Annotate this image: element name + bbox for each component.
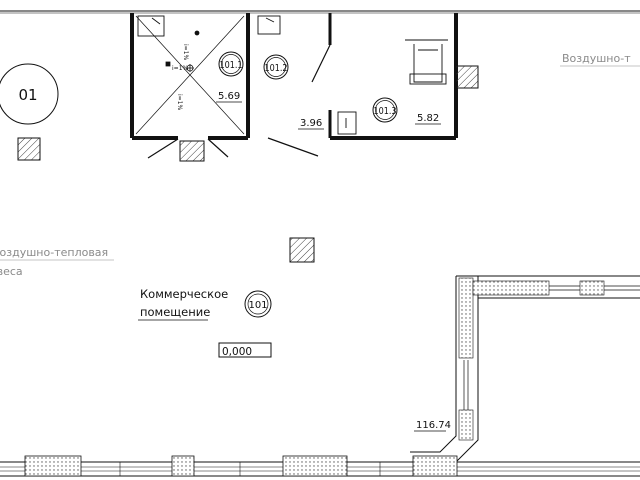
wc-area: 5.82 — [417, 113, 439, 124]
wall-top — [0, 10, 640, 14]
column-left — [17, 137, 41, 161]
column-center — [289, 237, 315, 263]
exterior-wall-right — [410, 275, 640, 463]
shower-sink — [137, 15, 165, 37]
vestibule-doors — [267, 44, 331, 157]
level-mark: 0,000 — [218, 342, 272, 358]
axis-marker: 01 — [0, 63, 59, 125]
room-tag-vestibule-label: 101.2 — [264, 63, 287, 74]
room-tag-wc-label: 101.3 — [373, 106, 396, 117]
vestibule-sink — [257, 15, 281, 35]
room-tag-shower: 101.1 — [218, 51, 244, 77]
slope-label-left: i=1% — [172, 65, 189, 72]
room-tag-main: 101 — [244, 290, 272, 318]
column-door-shower — [179, 140, 205, 162]
wc-grab-bars — [405, 39, 448, 85]
main-room-name-line2: помещение — [140, 305, 210, 319]
column-top-right — [455, 65, 479, 89]
slope-label-top: i=1% — [182, 44, 189, 61]
main-room-area: 116.74 — [416, 420, 451, 431]
room-tag-main-label: 101 — [248, 300, 267, 311]
air-curtain-note-left-line2: завеса — [0, 265, 23, 278]
air-curtain-note-left-line1: Воздушно-тепловая — [0, 246, 108, 259]
slope-label-bottom: i=1% — [176, 94, 183, 111]
shower-area: 5.69 — [218, 91, 240, 102]
room-tag-wc: 101.3 — [372, 97, 398, 123]
main-room-name-line1: Коммерческое — [140, 287, 228, 301]
floor-drain — [165, 30, 200, 72]
exterior-wall-bottom — [0, 455, 640, 477]
shower-room-walls — [130, 13, 250, 140]
level-mark-value: 0,000 — [222, 346, 252, 358]
shower-door — [147, 138, 229, 159]
room-tag-shower-label: 101.1 — [219, 60, 242, 71]
air-curtain-note-right: Воздушно-т — [562, 52, 631, 65]
wc-toilet — [337, 111, 357, 135]
axis-marker-label: 01 — [18, 86, 37, 104]
room-tag-vestibule: 101.2 — [263, 54, 289, 80]
vestibule-area: 3.96 — [300, 118, 322, 129]
